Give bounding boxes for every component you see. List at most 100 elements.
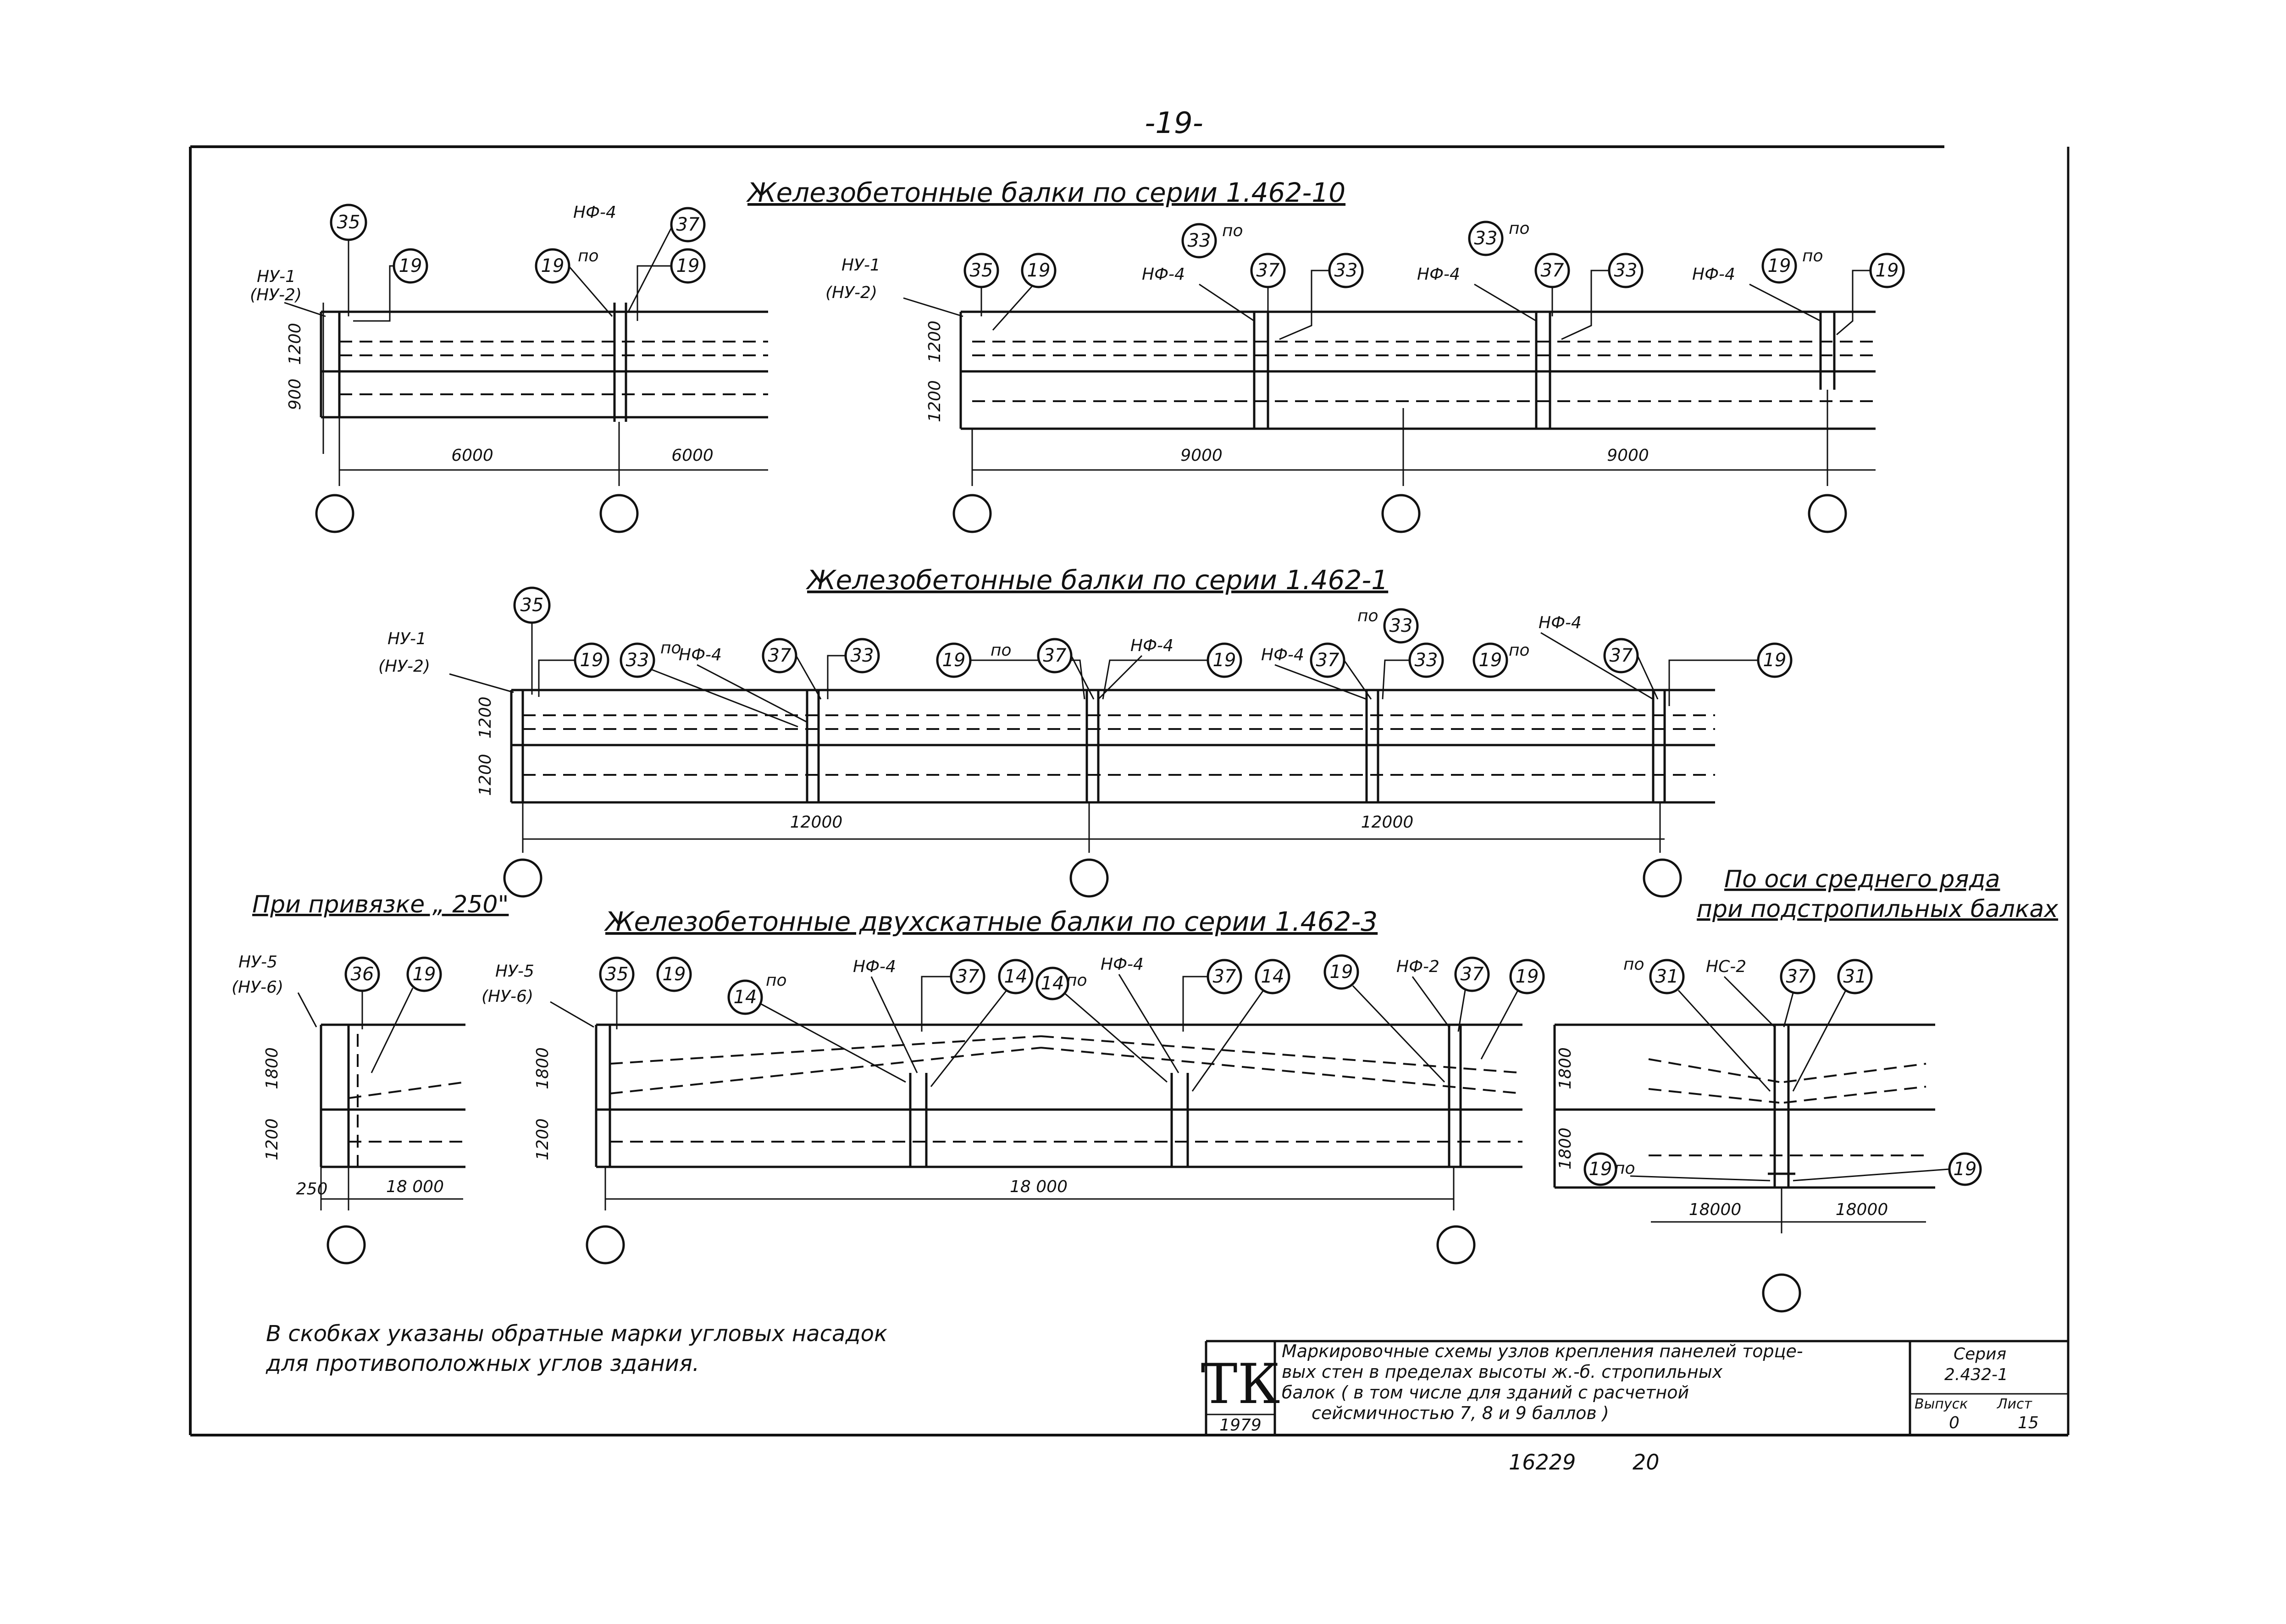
s2-bubble-label: 37 — [1610, 645, 1633, 666]
s2-bubble-label: 19 — [942, 650, 966, 671]
s1l-nf-mark: НФ-4 — [573, 203, 616, 222]
s2-axis-marker — [503, 858, 542, 898]
title-block: ТК 1979 Маркировочные схемы узлов крепле… — [1201, 1340, 2068, 1435]
s3b-bubble-label: 37 — [956, 966, 980, 987]
s3c-bubble — [1948, 1152, 1982, 1186]
s1r-axis-marker — [1381, 494, 1421, 533]
section1-right-diagram: НУ-1 (НУ-2) 1200 1200 9000 9000 НФ-4 НФ-… — [825, 219, 1905, 533]
section3c-title-2: при подстропильных балках — [1697, 895, 2059, 923]
title-desc-line-3: балок ( в том числе для зданий с расчетн… — [1282, 1382, 1689, 1403]
s3b-bubble-label: 19 — [663, 964, 686, 985]
s3b-bubble — [1255, 959, 1290, 994]
s3b-bubble — [656, 956, 692, 992]
s2-po: по — [660, 639, 681, 657]
logo-text: ТК — [1201, 1353, 1280, 1416]
s3b-bubble-label: 19 — [1516, 966, 1539, 987]
s2-axis-marker — [1069, 858, 1109, 898]
s3c-span-2: 18000 — [1836, 1200, 1888, 1219]
sheet-label: Лист — [1997, 1396, 2033, 1412]
s2-bubble-label: 37 — [1316, 650, 1339, 671]
s3b-corner-mark: НУ-5 — [495, 962, 534, 981]
section2-diagram: НУ-1 (НУ-2) 1200 1200 12000 12000 НФ-4 Н… — [378, 586, 1793, 898]
s3a-bubble-label: 19 — [413, 964, 436, 985]
s2-axis-marker — [1643, 858, 1682, 898]
s3b-height-1: 1800 — [533, 1047, 552, 1089]
s3b-bubble-label: 14 — [1041, 973, 1064, 994]
s3b-axis-marker — [1436, 1225, 1476, 1265]
s1r-bubble-label: 19 — [1768, 255, 1791, 276]
s3c-bubble — [1649, 959, 1685, 994]
s3b-bubble-label: 37 — [1213, 966, 1236, 987]
s3b-nf-mark-2: НФ-4 — [1101, 955, 1144, 974]
s2-bubble-label: 19 — [1213, 650, 1236, 671]
s1r-bubble-label: 37 — [1541, 260, 1564, 281]
s1l-po: по — [578, 247, 599, 265]
s3a-axis-marker — [327, 1225, 366, 1265]
s3a-span: 18 000 — [386, 1177, 444, 1196]
s1l-corner-mark-alt: (НУ-2) — [250, 286, 302, 304]
note-line-2: для противоположных углов здания. — [266, 1351, 699, 1376]
s2-nf-mark: НФ-4 — [679, 646, 722, 664]
s3a-corner-mark-alt: (НУ-6) — [232, 978, 283, 997]
s3b-bubble-label: 14 — [734, 987, 757, 1008]
s1r-nf-mark-1: НФ-4 — [1142, 265, 1185, 284]
s3c-bubble-label: 19 — [1954, 1159, 1977, 1180]
s1r-corner-mark-alt: (НУ-2) — [825, 283, 877, 302]
sheet-frame — [189, 145, 2070, 1436]
issue-label: Выпуск — [1915, 1396, 1968, 1412]
s2-corner-mark-alt: (НУ-2) — [378, 657, 430, 676]
s3b-bubble-label: 14 — [1261, 966, 1284, 987]
s1r-bubble-label: 33 — [1474, 228, 1498, 249]
s3c-bubble-label: 31 — [1655, 966, 1679, 987]
s1l-bubble-label: 35 — [337, 212, 360, 233]
s3b-bubble-label: 14 — [1004, 966, 1028, 987]
s3b-height-2: 1200 — [533, 1118, 552, 1160]
title-desc-line-4: сейсмичностью 7, 8 и 9 баллов ) — [1312, 1403, 1609, 1423]
s3c-bubble — [1780, 959, 1816, 994]
s2-bubble-label: 37 — [768, 645, 792, 666]
s3b-po: по — [1066, 971, 1087, 990]
s1r-bubble-label: 37 — [1256, 260, 1280, 281]
section2-title: Железобетонные балки по серии 1.462-1 — [806, 564, 1388, 596]
sheet-value: 15 — [2018, 1414, 2039, 1432]
s2-bubble — [620, 642, 655, 678]
s1l-axis-marker — [599, 494, 639, 533]
s1l-bubble-label: 19 — [399, 255, 422, 276]
s1l-height-1: 1200 — [286, 323, 304, 365]
s3b-axis-marker — [586, 1225, 625, 1265]
title-desc-line-1: Маркировочные схемы узлов крепления пане… — [1282, 1341, 1803, 1361]
s2-bubble-label: 19 — [1479, 650, 1502, 671]
s3c-bubble-label: 19 — [1589, 1159, 1612, 1180]
section3b-title: Железобетонные двухскатные балки по сери… — [604, 906, 1378, 937]
s1r-bubble-label: 35 — [970, 260, 993, 281]
s3a-height-2: 1200 — [263, 1118, 282, 1160]
s1r-corner-mark: НУ-1 — [841, 256, 880, 275]
s3b-bubble — [998, 959, 1034, 994]
s1r-bubble-label: 33 — [1614, 260, 1638, 281]
s1r-po: по — [1222, 221, 1243, 240]
s1r-bubble-label: 33 — [1188, 230, 1211, 251]
s1l-corner-mark: НУ-1 — [257, 267, 296, 286]
section1-left-diagram: НУ-1 (НУ-2) НФ-4 по 1200 900 6000 6000 3… — [250, 203, 768, 533]
s1r-bubble — [1761, 248, 1797, 284]
s1l-height-2: 900 — [286, 379, 304, 410]
s1r-height-1: 1200 — [925, 320, 944, 363]
s1r-bubble-label: 33 — [1334, 260, 1358, 281]
s2-corner-mark: НУ-1 — [387, 630, 426, 648]
s1r-po: по — [1802, 247, 1823, 265]
s2-po: по — [1509, 641, 1530, 660]
s2-span-1: 12000 — [790, 813, 843, 832]
s1r-bubble — [1468, 221, 1504, 256]
s3b-bubble — [727, 979, 763, 1015]
s3a-bubble — [406, 956, 442, 992]
s3c-po: по — [1623, 955, 1644, 974]
s1r-bubble-label: 19 — [1027, 260, 1051, 281]
s1r-bubble — [1021, 253, 1057, 288]
note-line-1: В скобках указаны обратные марки угловых… — [266, 1321, 887, 1347]
s2-nf-mark: НФ-4 — [1539, 613, 1582, 632]
section3a-title: При привязке „ 250" — [252, 891, 509, 918]
s2-bubble-label: 33 — [1389, 615, 1413, 636]
s1l-axis-marker — [315, 494, 354, 533]
section3c-title-1: По оси среднего ряда — [1724, 866, 2000, 893]
